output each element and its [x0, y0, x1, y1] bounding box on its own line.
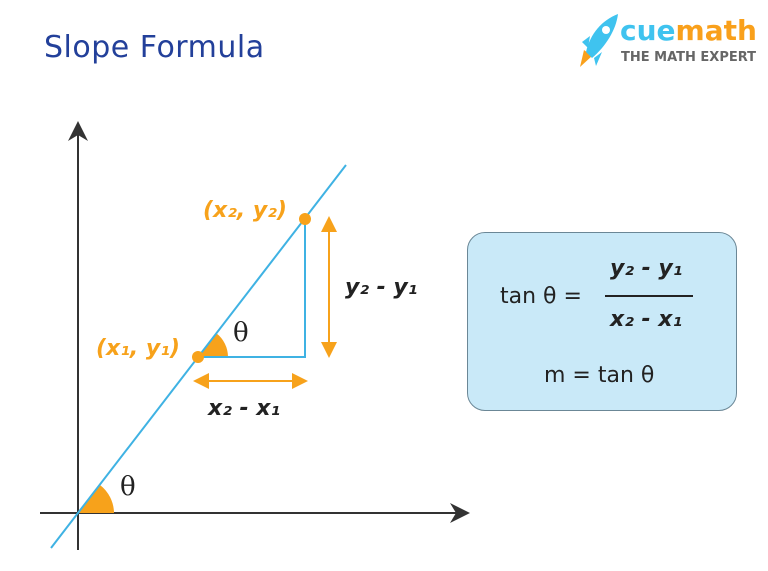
brand-math: math	[675, 14, 757, 47]
theta-label-point1: θ	[233, 318, 249, 348]
formula-denominator: x₂ - x₁	[610, 307, 683, 332]
formula-box	[467, 232, 737, 411]
point1-label: (x₁, y₁)	[96, 336, 180, 361]
formula-m: m = tan θ	[544, 363, 655, 388]
angle-wedge-origin	[78, 485, 114, 513]
point1-dot	[192, 351, 204, 363]
triangle-legs	[198, 219, 306, 358]
theta-label-origin: θ	[120, 472, 136, 502]
point2-dot	[299, 213, 311, 225]
run-label: x₂ - x₁	[208, 396, 281, 421]
fraction-bar	[605, 295, 693, 297]
rocket-icon	[580, 14, 618, 67]
point2-label: (x₂, y₂)	[203, 198, 287, 223]
angle-wedge-point1	[198, 333, 228, 357]
brand-tagline: THE MATH EXPERT	[621, 50, 757, 65]
brand-cue: cue	[620, 14, 676, 47]
formula-lhs: tan θ =	[500, 284, 582, 309]
rise-label: y₂ - y₁	[345, 275, 418, 300]
formula-numerator: y₂ - y₁	[610, 256, 683, 281]
page-title: Slope Formula	[44, 30, 265, 65]
